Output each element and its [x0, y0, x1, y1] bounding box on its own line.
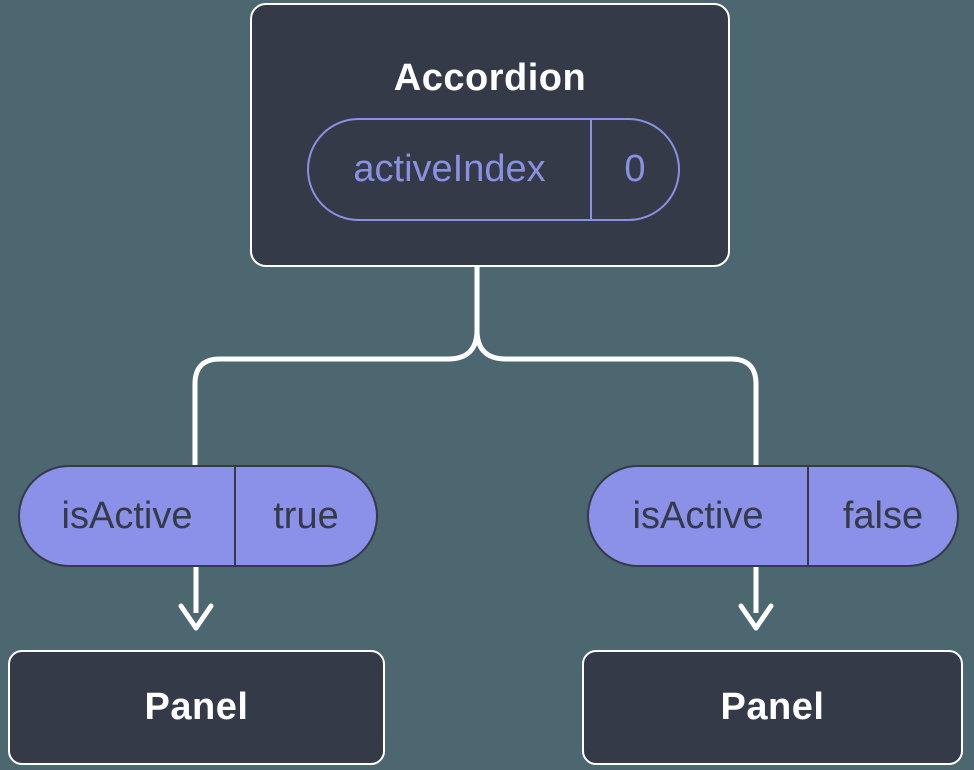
prop-name: isActive — [61, 494, 193, 537]
connector-trunk-left-branch — [192, 267, 480, 465]
accordion-node-title: Accordion — [393, 57, 587, 99]
panel-node-right: Panel — [582, 650, 963, 765]
prop-pill-left: isActive true — [18, 465, 378, 567]
state-pill: activeIndex 0 — [307, 118, 680, 221]
accordion-node: Accordion activeIndex 0 — [250, 3, 730, 267]
panel-node-left: Panel — [8, 650, 385, 765]
connector-right-branch — [474, 329, 759, 465]
panel-node-title: Panel — [144, 686, 249, 728]
arrow-down-icon — [178, 567, 214, 631]
state-value: 0 — [590, 120, 678, 219]
state-name: activeIndex — [353, 148, 546, 190]
panel-node-title: Panel — [720, 686, 825, 728]
prop-value: true — [234, 467, 376, 565]
prop-name: isActive — [632, 494, 764, 537]
prop-pill-right: isActive false — [587, 465, 959, 567]
prop-value: false — [807, 467, 957, 565]
arrow-down-icon — [738, 567, 774, 631]
